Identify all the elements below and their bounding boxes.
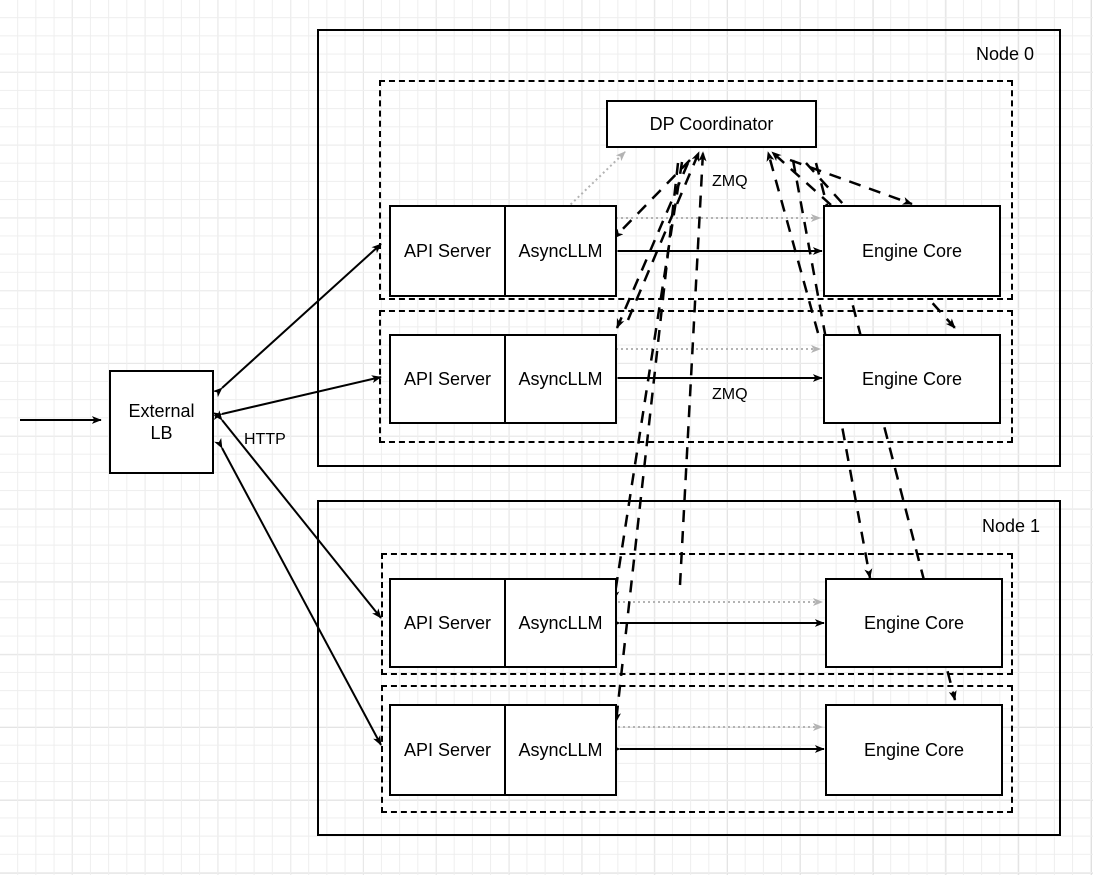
external-lb-box[interactable]: External LB (109, 370, 214, 474)
api-server-label: API Server (403, 240, 492, 261)
api-server-label: API Server (403, 739, 492, 760)
node-1-engine-core-1[interactable]: Engine Core (825, 704, 1003, 796)
zmq-edge-label-bottom: ZMQ (712, 386, 748, 403)
node-0-engine-core-0[interactable]: Engine Core (823, 205, 1001, 297)
asyncllm-label: AsyncLLM (504, 580, 615, 666)
engine-core-label: Engine Core (863, 612, 965, 633)
external-lb-label-line2: LB (150, 423, 173, 443)
dp-coordinator-box[interactable]: DP Coordinator (606, 100, 817, 148)
api-server-label: API Server (403, 368, 492, 389)
zmq-edge-label-top: ZMQ (712, 173, 748, 190)
node-1-label: Node 1 (982, 516, 1041, 536)
node-0-label: Node 0 (976, 44, 1035, 64)
dp-coordinator-label: DP Coordinator (649, 113, 774, 134)
engine-core-label: Engine Core (863, 739, 965, 760)
asyncllm-label: AsyncLLM (504, 207, 615, 295)
node-1-api-server-asyncllm-1[interactable]: API Server AsyncLLM (389, 704, 617, 796)
engine-core-label: Engine Core (861, 368, 963, 389)
node-1-engine-core-0[interactable]: Engine Core (825, 578, 1003, 668)
http-edge-label: HTTP (244, 431, 286, 448)
node-1-api-server-asyncllm-0[interactable]: API Server AsyncLLM (389, 578, 617, 668)
engine-core-label: Engine Core (861, 240, 963, 261)
asyncllm-label: AsyncLLM (504, 336, 615, 422)
node-1-engine-group-1 (381, 685, 1013, 813)
external-lb-label-line1: External (128, 400, 195, 421)
node-0-api-server-asyncllm-1[interactable]: API Server AsyncLLM (389, 334, 617, 424)
asyncllm-label: AsyncLLM (504, 706, 615, 794)
node-0-api-server-asyncllm-0[interactable]: API Server AsyncLLM (389, 205, 617, 297)
node-0-engine-core-1[interactable]: Engine Core (823, 334, 1001, 424)
api-server-label: API Server (403, 612, 492, 633)
